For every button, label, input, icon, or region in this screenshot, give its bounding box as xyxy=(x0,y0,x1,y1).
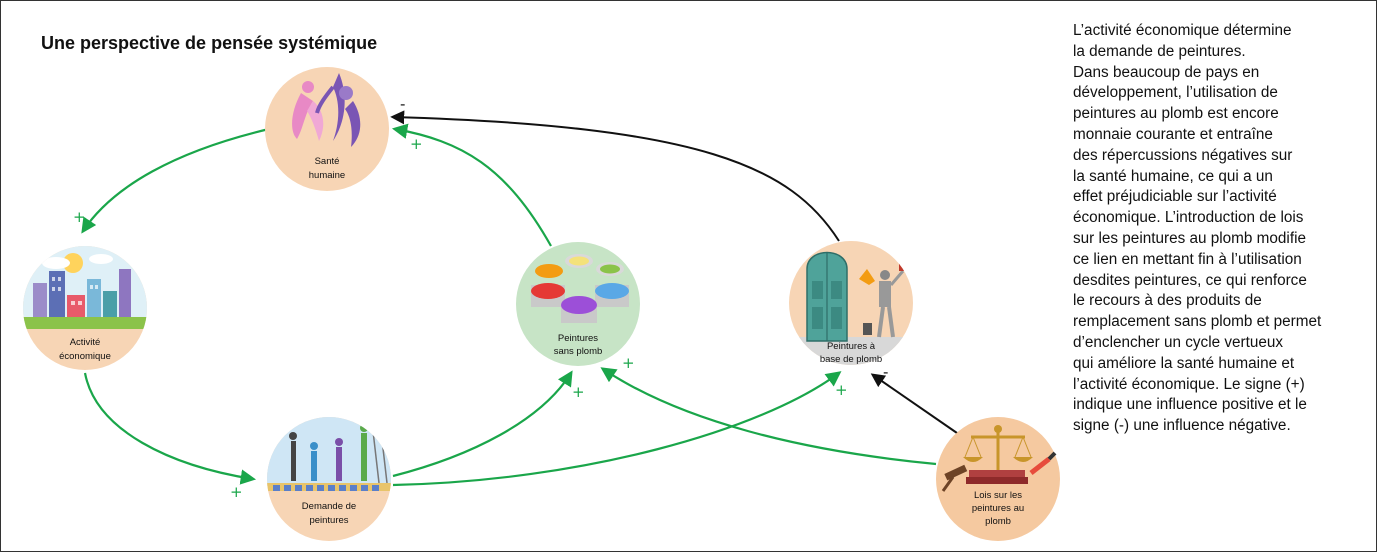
explanation-line: Dans beaucoup de pays en xyxy=(1073,63,1260,81)
sign-baseplomb-sante: - xyxy=(400,95,405,113)
dancing-people-icon xyxy=(292,73,361,147)
explanation-line: indique une influence positive et le xyxy=(1073,396,1307,414)
node-sante-label-line-1: Santé xyxy=(315,156,340,167)
explanation-text: L’activité économique détermine la deman… xyxy=(1073,21,1376,437)
node-activite-economique: Activité économique xyxy=(23,246,147,370)
explanation-line: développement, l’utilisation de xyxy=(1073,84,1278,102)
page-title: Une perspective de pensée systémique xyxy=(41,33,378,53)
explanation-line: L’activité économique détermine xyxy=(1073,22,1292,39)
explanation-line: économique. L’introduction de lois xyxy=(1073,209,1304,227)
node-sante-humaine: Santé humaine xyxy=(265,67,389,191)
node-base-plomb-label-line-2: base de plomb xyxy=(820,354,882,365)
node-sante-label-line-2: humaine xyxy=(309,170,345,181)
link-demande-baseplomb xyxy=(392,371,842,487)
sign-sante-activite: + xyxy=(73,208,86,226)
explanation-line: desdites peintures, ce qui renforce xyxy=(1073,271,1307,289)
explanation-line: monnaie courante et entraîne xyxy=(1073,125,1273,143)
node-lois-label-line-3: plomb xyxy=(985,516,1011,527)
explanation-line: la demande de peintures. xyxy=(1073,42,1246,60)
explanation-line: peintures au plomb est encore xyxy=(1073,105,1279,123)
explanation-line: l’activité économique. Le signe (+) xyxy=(1073,375,1305,393)
link-sante-activite xyxy=(81,127,270,234)
explanation-line: le recours à des produits de xyxy=(1073,292,1262,310)
node-lois-peintures-plomb: Lois sur les peintures au plomb xyxy=(936,417,1060,541)
node-demande-label-line-1: Demande de xyxy=(302,501,356,512)
node-lois-label-line-2: peintures au xyxy=(972,503,1024,514)
node-sans-plomb-label-line-1: Peintures xyxy=(558,333,598,344)
explanation-line: d’enclencher un cycle vertueux xyxy=(1073,333,1284,351)
link-baseplomb-sante xyxy=(390,110,840,242)
explanation-line: signe (-) une influence négative. xyxy=(1073,417,1291,435)
link-lois-baseplomb xyxy=(870,373,958,434)
painters-icon xyxy=(267,417,391,491)
node-demande-peintures: Demande de peintures xyxy=(267,417,391,541)
explanation-line: qui améliore la santé humaine et xyxy=(1073,354,1295,372)
scales-of-justice-icon xyxy=(941,425,1057,492)
node-peintures-sans-plomb: Peintures sans plomb xyxy=(516,242,640,366)
sign-demande-sansplomb: + xyxy=(572,383,585,401)
explanation-line: des répercussions négatives sur xyxy=(1073,146,1293,164)
explanation-line: sur les peintures au plomb modifie xyxy=(1073,229,1306,247)
node-peintures-base-plomb: Peintures à base de plomb xyxy=(789,241,913,365)
sign-sansplomb-sante: + xyxy=(410,135,423,153)
link-lois-sansplomb xyxy=(600,367,937,466)
systems-thinking-diagram: + + + + + + - - Santé humaine xyxy=(23,67,1060,541)
link-sansplomb-sante xyxy=(391,123,552,247)
node-sans-plomb-label-line-2: sans plomb xyxy=(554,346,603,357)
sign-lois-baseplomb: - xyxy=(883,363,888,381)
node-lois-label-line-1: Lois sur les xyxy=(974,490,1022,501)
sign-activite-demande: + xyxy=(230,483,243,501)
node-base-plomb-label-line-1: Peintures à xyxy=(827,341,876,352)
explanation-line: effet préjudiciable sur l’activité xyxy=(1073,188,1277,206)
sign-lois-sansplomb: + xyxy=(622,354,635,372)
paint-cans-icon xyxy=(531,254,629,323)
explanation-line: remplacement sans plomb et permet xyxy=(1073,313,1322,331)
link-activite-demande xyxy=(83,372,257,485)
node-activite-label-line-1: Activité xyxy=(70,337,101,348)
link-demande-sansplomb xyxy=(392,370,573,478)
city-skyline-icon xyxy=(23,246,147,329)
sign-demande-baseplomb: + xyxy=(835,381,848,399)
explanation-line: ce lien en mettant fin à l’utilisation xyxy=(1073,250,1302,268)
explanation-line: la santé humaine, ce qui a un xyxy=(1073,167,1273,185)
node-activite-label-line-2: économique xyxy=(59,351,111,362)
node-demande-label-line-2: peintures xyxy=(309,515,348,526)
